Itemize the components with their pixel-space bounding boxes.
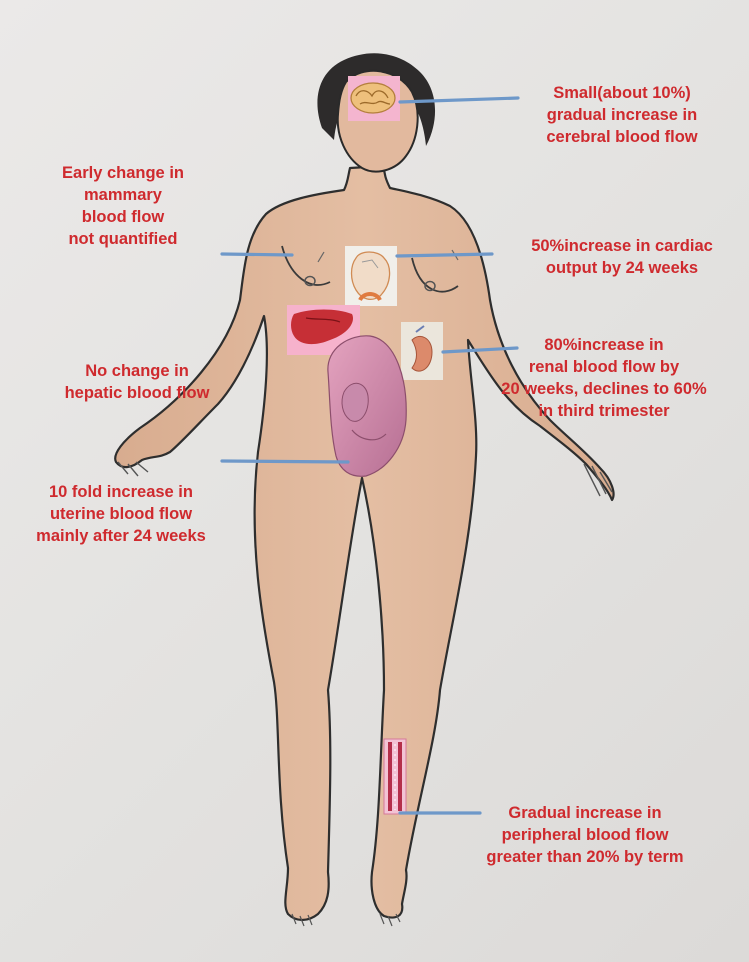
mammary-line-3: blood flow	[18, 206, 228, 228]
uterine-line-3: mainly after 24 weeks	[10, 525, 232, 547]
hepatic-line-1: No change in	[44, 360, 230, 382]
hepatic-blood-flow-label: No change in hepatic blood flow	[44, 360, 230, 404]
uterine-line-2: uterine blood flow	[10, 503, 232, 525]
renal-line-4: in third trimester	[464, 400, 744, 422]
cerebral-line-3: cerebral blood flow	[520, 126, 724, 148]
mammary-line-2: mammary	[18, 184, 228, 206]
cerebral-line-1: Small(about 10%)	[520, 82, 724, 104]
cerebral-line-2: gradual increase in	[520, 104, 724, 126]
uterine-leader-line	[222, 461, 348, 462]
peripheral-line-2: peripheral blood flow	[460, 824, 710, 846]
mammary-line-4: not quantified	[18, 228, 228, 250]
renal-blood-flow-label: 80%increase in renal blood flow by 20 we…	[464, 334, 744, 422]
cardiac-leader-line	[397, 254, 492, 256]
mammary-line-1: Early change in	[18, 162, 228, 184]
uterine-line-1: 10 fold increase in	[10, 481, 232, 503]
renal-line-2: renal blood flow by	[464, 356, 744, 378]
cerebral-blood-flow-label: Small(about 10%) gradual increase in cer…	[520, 82, 724, 148]
uterine-blood-flow-label: 10 fold increase in uterine blood flow m…	[10, 481, 232, 547]
cardiac-line-1: 50%increase in cardiac	[500, 235, 744, 257]
hepatic-line-2: hepatic blood flow	[44, 382, 230, 404]
renal-line-3: 20 weeks, declines to 60%	[464, 378, 744, 400]
mammary-leader-line	[222, 254, 292, 255]
kidney-icon	[401, 322, 443, 380]
mammary-blood-flow-label: Early change in mammary blood flow not q…	[18, 162, 228, 250]
peripheral-line-1: Gradual increase in	[460, 802, 710, 824]
cardiac-line-2: output by 24 weeks	[500, 257, 744, 279]
blood-vessel-icon	[384, 739, 406, 814]
brain-icon	[348, 76, 400, 121]
peripheral-line-3: greater than 20% by term	[460, 846, 710, 868]
peripheral-blood-flow-label: Gradual increase in peripheral blood flo…	[460, 802, 710, 868]
heart-icon	[345, 246, 397, 306]
cardiac-output-label: 50%increase in cardiac output by 24 week…	[500, 235, 744, 279]
renal-line-1: 80%increase in	[464, 334, 744, 356]
